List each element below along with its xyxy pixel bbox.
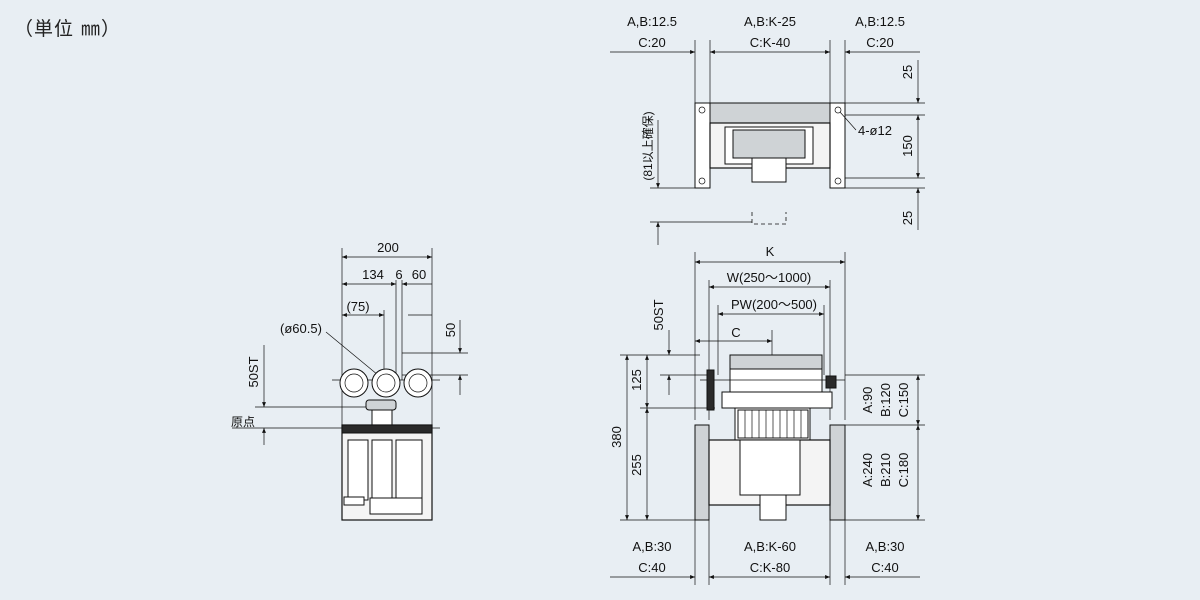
bottom-right-c: C:40 xyxy=(871,560,898,575)
front-dim-380: 380 xyxy=(609,426,624,448)
bottom-left-c: C:40 xyxy=(638,560,665,575)
bottom-center-c: C:K-80 xyxy=(750,560,790,575)
side-dim-200: 200 xyxy=(377,240,399,255)
unit-label: （単位 ㎜） xyxy=(14,18,122,40)
hole-spec: 4-ø12 xyxy=(858,123,892,138)
front-dim-k: K xyxy=(766,244,775,259)
front-dim-c: C xyxy=(731,325,740,340)
ribbed-plate xyxy=(737,409,809,439)
front-dim-pw: PW(200〜500) xyxy=(731,297,817,312)
bottom-right-ab: A,B:30 xyxy=(865,539,904,554)
front-dim-125: 125 xyxy=(629,369,644,391)
front-right-lower-a: A:240 xyxy=(860,453,875,487)
top-center-dim-c: C:K-40 xyxy=(750,35,790,50)
top-view: A,B:12.5 C:20 A,B:K-25 C:K-40 A,B:12.5 C… xyxy=(610,14,925,245)
side-dim-134: 134 xyxy=(362,267,384,282)
side-dim-50st: 50ST xyxy=(246,356,261,387)
front-right-upper-b: B:120 xyxy=(878,383,893,417)
top-dim-150: 150 xyxy=(900,135,915,157)
top-left-dim-c: C:20 xyxy=(638,35,665,50)
front-dim-255: 255 xyxy=(629,454,644,476)
side-dim-6: 6 xyxy=(395,267,402,282)
side-dim-60: 60 xyxy=(412,267,426,282)
origin-label: 原点 xyxy=(231,415,255,429)
side-dim-75: (75) xyxy=(346,299,369,314)
bottom-center-ab: A,B:K-60 xyxy=(744,539,796,554)
top-right-dim-c: C:20 xyxy=(866,35,893,50)
front-right-lower-c: C:180 xyxy=(896,453,911,488)
front-right-upper-c: C:150 xyxy=(896,383,911,418)
top-left-dim-ab: A,B:12.5 xyxy=(627,14,677,29)
front-dim-w: W(250〜1000) xyxy=(727,270,812,285)
top-right-dim-ab: A,B:12.5 xyxy=(855,14,905,29)
front-view: K W(250〜1000) PW(200〜500) C 50ST 380 xyxy=(609,244,925,585)
front-right-lower-b: B:210 xyxy=(878,453,893,487)
top-center-dim-ab: A,B:K-25 xyxy=(744,14,796,29)
clearance-note: (81以上確保) xyxy=(640,111,655,180)
top-dim-25-lower: 25 xyxy=(900,211,915,225)
front-dim-50st: 50ST xyxy=(651,299,666,330)
front-right-upper-a: A:90 xyxy=(860,387,875,414)
side-view: 200 134 6 60 (75) (ø60.5) 50 50ST xyxy=(231,240,468,521)
side-dia: (ø60.5) xyxy=(280,321,322,336)
top-dim-25-upper: 25 xyxy=(900,65,915,79)
side-dim-50: 50 xyxy=(443,323,458,337)
bottom-left-ab: A,B:30 xyxy=(632,539,671,554)
